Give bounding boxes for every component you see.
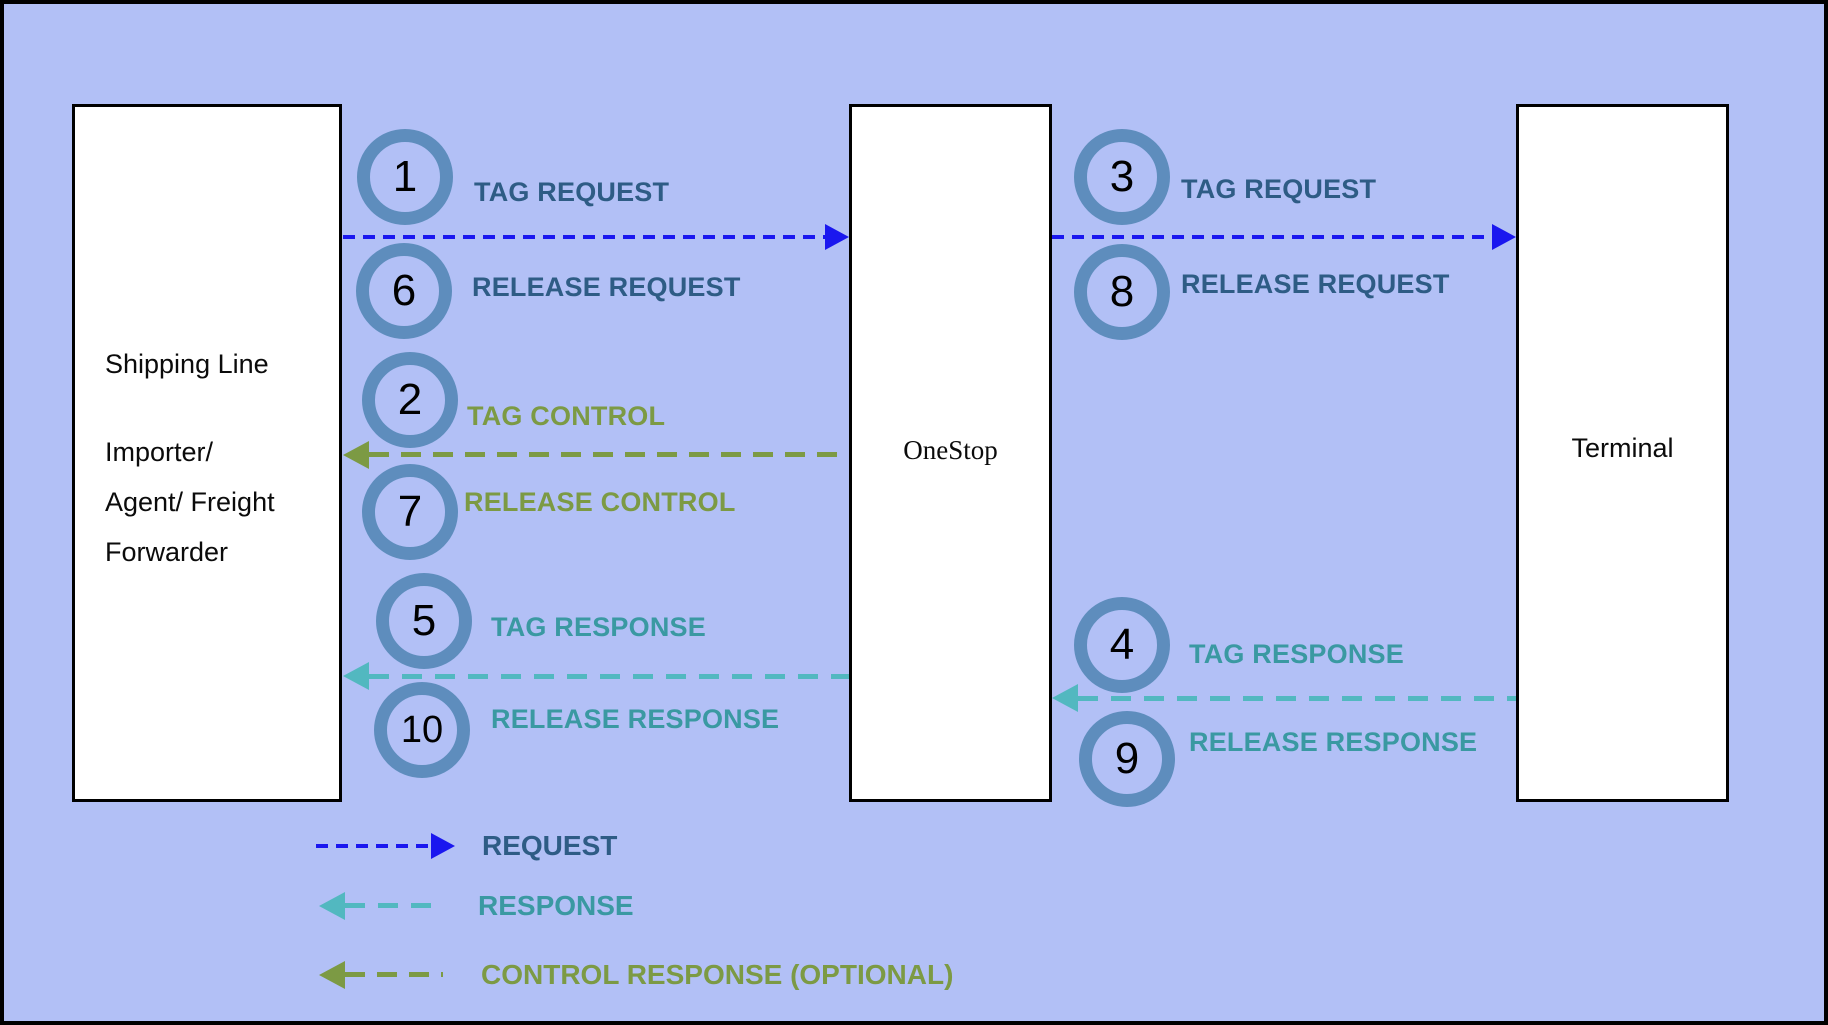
legend-control-line [345, 972, 443, 977]
message-label-tag-control: TAG CONTROL [467, 401, 666, 431]
step-badge-1: 1 [357, 129, 453, 225]
legend-label-response: RESPONSE [478, 890, 634, 921]
step-number: 9 [1114, 734, 1140, 783]
message-label-tag-response-right: TAG RESPONSE [1189, 639, 1404, 669]
response-arrow-onestop-to-shipping-line [369, 674, 849, 679]
step-badge-7: 7 [362, 464, 458, 560]
step-badge-2: 2 [362, 352, 458, 448]
step-badge-3: 3 [1074, 129, 1170, 225]
actor-box-terminal: Terminal [1516, 104, 1729, 802]
message-label-release-request-left: RELEASE REQUEST [472, 272, 741, 302]
message-label-release-response-right: RELEASE RESPONSE [1189, 727, 1478, 757]
control-arrow-onestop-to-shipping-line [369, 452, 849, 457]
actor-box-shipping-line: Shipping Line Importer/ Agent/ Freight F… [72, 104, 342, 802]
step-number: 2 [397, 375, 423, 424]
legend-label-request: REQUEST [482, 830, 618, 861]
legend-response-arrowhead-icon [319, 892, 345, 920]
legend-control-arrowhead-icon [319, 961, 345, 989]
request-arrowhead-icon [825, 224, 849, 250]
step-number: 10 [400, 709, 444, 751]
step-badge-6: 6 [356, 243, 452, 339]
legend-request-line [316, 844, 431, 848]
step-badge-9: 9 [1079, 711, 1175, 807]
actor-label-agent-freight: Agent/ Freight [105, 487, 275, 517]
request-arrow-onestop-to-terminal-line [1052, 235, 1492, 239]
response-arrow-terminal-to-onestop [1078, 696, 1516, 701]
actor-label-forwarder: Forwarder [105, 537, 229, 567]
step-number: 7 [397, 487, 423, 536]
control-arrowhead-icon [343, 441, 369, 469]
message-label-tag-request-right: TAG REQUEST [1181, 174, 1377, 204]
step-badge-10: 10 [374, 682, 470, 778]
actor-label-onestop: OneStop [903, 435, 998, 465]
actor-label-terminal: Terminal [1571, 433, 1674, 463]
actor-box-onestop: OneStop [849, 104, 1052, 802]
response-arrowhead-icon [343, 662, 369, 690]
request-arrowhead-icon [1492, 224, 1516, 250]
legend-label-control-response: CONTROL RESPONSE (OPTIONAL) [481, 959, 954, 990]
actor-label-importer: Importer/ [105, 437, 214, 467]
step-number: 5 [411, 596, 437, 645]
actor-label-shipping-line: Shipping Line [105, 349, 269, 379]
step-number: 1 [392, 152, 418, 201]
request-arrow-shipping-to-onestop-line [343, 235, 827, 239]
message-label-tag-response-left: TAG RESPONSE [491, 612, 706, 642]
legend-response-line [345, 903, 443, 908]
step-number: 3 [1109, 152, 1135, 201]
legend-request-arrowhead-icon [431, 833, 455, 859]
message-label-tag-request-left: TAG REQUEST [474, 177, 670, 207]
step-badge-4: 4 [1074, 597, 1170, 693]
message-label-release-control: RELEASE CONTROL [464, 487, 736, 517]
step-badge-5: 5 [376, 573, 472, 669]
message-label-release-response-left: RELEASE RESPONSE [491, 704, 780, 734]
step-badge-8: 8 [1074, 244, 1170, 340]
step-number: 4 [1109, 620, 1135, 669]
response-arrowhead-icon [1052, 684, 1078, 712]
step-number: 6 [391, 266, 417, 315]
step-number: 8 [1109, 267, 1135, 316]
message-label-release-request-right: RELEASE REQUEST [1181, 269, 1450, 299]
